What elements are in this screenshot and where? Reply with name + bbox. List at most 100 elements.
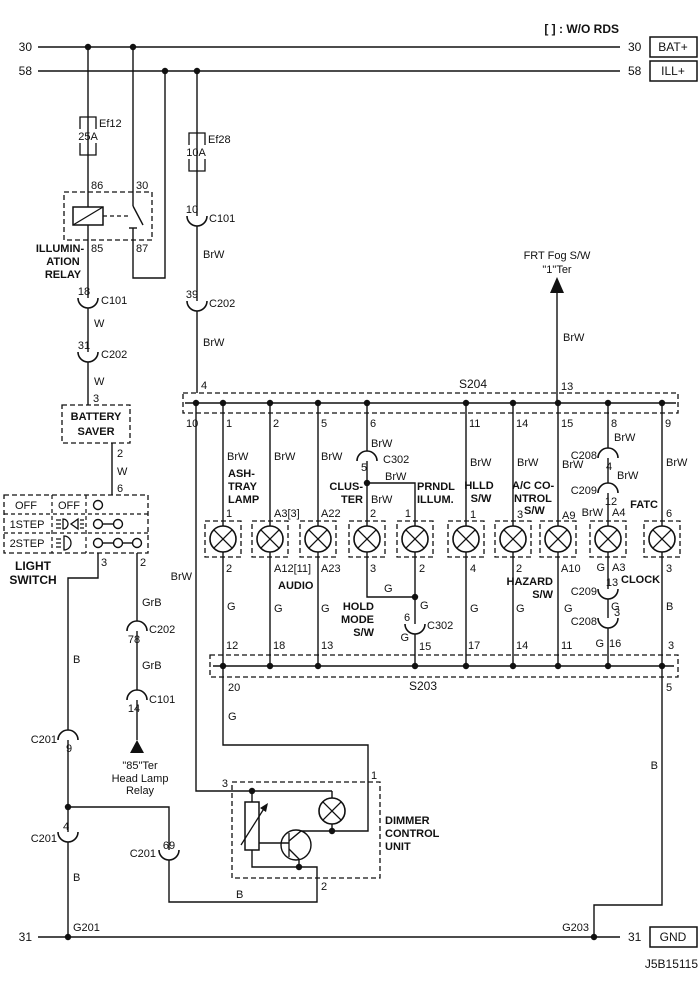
component-label: DIMMER	[385, 815, 430, 827]
wire-pin-label: G	[228, 711, 237, 723]
wire	[68, 806, 318, 903]
wire-pin-label: G201	[73, 922, 100, 934]
wire-pin-label: G	[321, 603, 330, 615]
wire-pin-label: G203	[562, 922, 589, 934]
wire-pin-label: 6	[117, 483, 123, 495]
wire-pin-label: C101	[149, 694, 175, 706]
junction-dot	[509, 662, 517, 670]
wire-pin-label: 1	[371, 770, 377, 782]
wire-pin-label: BrW	[371, 438, 393, 450]
wire-pin-label: 10	[186, 204, 198, 216]
wire-pin-label: 2	[370, 508, 376, 520]
contact-circle	[112, 537, 124, 549]
component-label: ATION	[46, 256, 79, 268]
symbol-path	[69, 517, 79, 531]
component-label: HOLD	[343, 601, 374, 613]
component-dashed-box	[231, 781, 381, 879]
wire-pin-label: ILL+	[661, 64, 685, 78]
connector-icon	[126, 689, 148, 701]
wire-pin-label: 30	[628, 40, 642, 54]
lamp-icon	[503, 529, 523, 549]
wire-pin-label: C202	[101, 349, 127, 361]
wire-pin-label: 25A	[78, 131, 98, 143]
wire-pin-label: 6	[666, 508, 672, 520]
wire	[195, 403, 332, 792]
wire	[593, 677, 663, 937]
wire-pin-label: 1	[226, 508, 232, 520]
component-label: ILLUM.	[417, 494, 454, 506]
wire-pin-label: BrW	[614, 432, 636, 444]
wire-pin-label: B	[73, 654, 80, 666]
contact-circle	[92, 499, 104, 511]
terminal-box	[244, 801, 260, 851]
component-label: A/C CO-	[512, 480, 555, 492]
wire-pin-label: A23	[321, 563, 341, 575]
wire-pin-label: G	[470, 603, 479, 615]
wire-pin-label: 2	[321, 881, 327, 893]
component-label: CONTROL	[385, 828, 440, 840]
wire-pin-label: 85	[91, 243, 103, 255]
lamp-icon	[308, 529, 328, 549]
wire-pin-label: 3	[668, 640, 674, 652]
wire-pin-label: GrB	[142, 660, 162, 672]
wire-pin-label: A22	[321, 508, 341, 520]
wire-pin-label: 4	[201, 380, 207, 392]
wire-pin-label: BrW	[203, 249, 225, 261]
junction-dot	[129, 43, 137, 51]
wire-pin-label: 11	[469, 418, 480, 430]
wire-pin-label: 87	[136, 243, 148, 255]
lamp-icon	[548, 529, 568, 549]
junction-dot	[192, 399, 200, 407]
symbol-path	[240, 806, 266, 846]
junction-dot	[84, 43, 92, 51]
junction-dot	[248, 787, 256, 795]
wire-pin-label: BrW	[171, 571, 193, 583]
wire-pin-label: 2	[419, 563, 425, 575]
wire-pin-label: 31	[628, 930, 642, 944]
wire-pin-label: G	[227, 601, 236, 613]
junction-dot	[219, 399, 227, 407]
wire-pin-label: G	[596, 562, 605, 574]
symbol-path	[56, 538, 61, 548]
terminal-box	[649, 926, 698, 948]
wire-pin-label: 69	[163, 840, 175, 852]
junction-dot	[363, 399, 371, 407]
wire-pin-label: S204	[459, 377, 487, 391]
component-dashed-box	[209, 654, 679, 678]
wire-pin-label: C202	[209, 298, 235, 310]
wire-pin-label: BrW	[274, 451, 296, 463]
wire-pin-label: G	[516, 603, 525, 615]
component-label: PRNDL	[417, 481, 455, 493]
contact-circle	[92, 518, 104, 530]
wire-pin-label: 3	[666, 563, 672, 575]
reference-arrow-icon	[130, 740, 144, 753]
wire-pin-label: 5	[666, 682, 672, 694]
wire-pin-label: BrW	[582, 507, 604, 519]
junction-dot	[554, 399, 562, 407]
component-label: S/W	[353, 627, 374, 639]
wire-pin-label: W	[94, 376, 105, 388]
wire-pin-label: 20	[228, 682, 240, 694]
contact-circle	[131, 537, 143, 549]
wire-pin-label: B	[236, 889, 243, 901]
wire-pin-label: BrW	[227, 451, 249, 463]
wire-pin-label: GND	[660, 930, 687, 944]
terminal-box	[649, 36, 698, 58]
wire-pin-label: Ef28	[208, 134, 231, 146]
component-dashed-box	[61, 404, 131, 444]
wire-pin-label: 3	[93, 393, 99, 405]
terminal-box	[649, 60, 698, 82]
wire-pin-label: A10	[561, 563, 581, 575]
wire-pin-label: 1STEP	[10, 519, 45, 531]
wire-pin-label: G	[420, 600, 429, 612]
component-label: BATTERY	[71, 411, 122, 423]
component-label: HLLD	[464, 480, 493, 492]
wire-pin-label: 2	[273, 418, 279, 430]
junction-dot	[314, 662, 322, 670]
wire-pin-label: BAT+	[658, 40, 687, 54]
component-label: RELAY	[45, 269, 82, 281]
connector-icon	[77, 297, 99, 309]
wire-pin-label: 13	[606, 577, 618, 589]
wire-pin-label: B	[651, 760, 658, 772]
